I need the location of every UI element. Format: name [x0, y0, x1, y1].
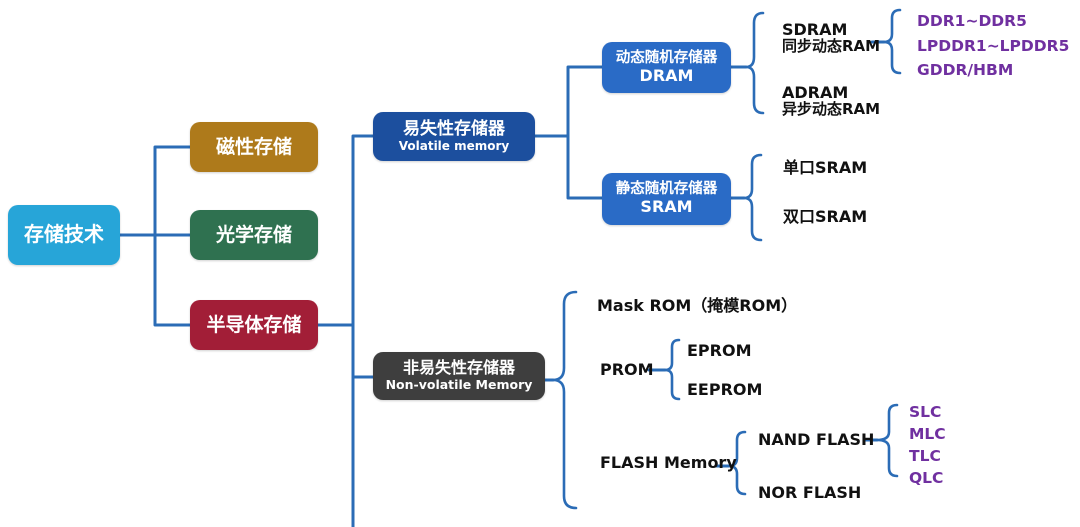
dram-title: 动态随机存储器	[615, 49, 718, 66]
dram-subtitle: DRAM	[639, 65, 694, 85]
ddr-item: DDR1~DDR5	[917, 12, 1027, 30]
volatile-memory-title: 易失性存储器	[403, 119, 505, 140]
leaf-dual-port-sram: 双口SRAM	[783, 207, 868, 226]
node-volatile-memory: 易失性存储器 Volatile memory	[373, 112, 535, 161]
sdram-line1: SDRAM	[782, 20, 848, 39]
adram-line1: ADRAM	[782, 83, 849, 102]
nand-cell-item: SLC	[909, 403, 942, 421]
volatile-memory-subtitle: Volatile memory	[398, 139, 510, 154]
node-magnetic-storage: 磁性存储	[190, 122, 318, 172]
nonvolatile-memory-title: 非易失性存储器	[402, 358, 515, 378]
ddr-item: LPDDR1~LPDDR5	[917, 36, 1070, 55]
adram-line2: 异步动态RAM	[782, 100, 881, 118]
leaf-mask-rom: Mask ROM（掩模ROM）	[597, 296, 798, 315]
node-dram: 动态随机存储器 DRAM	[602, 42, 731, 93]
leaf-flash-memory: FLASH Memory	[600, 453, 737, 472]
sram-title: 静态随机存储器	[615, 181, 718, 197]
nand-cell-item: QLC	[909, 469, 944, 487]
brace-prom-children	[664, 338, 681, 401]
brace-sram-children	[743, 153, 763, 242]
leaf-nand-flash: NAND FLASH	[758, 430, 875, 449]
leaf-nor-flash: NOR FLASH	[758, 483, 862, 502]
brace-flash-children	[728, 430, 747, 496]
brace-nonvolatile-children	[552, 290, 578, 510]
leaf-ddr-list: DDR1~DDR5 LPDDR1~LPDDR5 GDDR/HBM	[917, 9, 1069, 83]
leaf-eeprom: EEPROM	[687, 380, 763, 399]
node-optical-storage: 光学存储	[190, 210, 318, 260]
leaf-eprom: EPROM	[687, 341, 752, 360]
tree-connector-lines	[118, 40, 886, 527]
node-nonvolatile-memory: 非易失性存储器 Non-volatile Memory	[373, 352, 545, 400]
leaf-prom: PROM	[600, 360, 654, 379]
nand-cell-item: MLC	[909, 425, 946, 443]
sdram-line2: 同步动态RAM	[782, 37, 881, 55]
leaf-adram: ADRAM 异步动态RAM	[782, 84, 880, 118]
node-sram: 静态随机存储器 SRAM	[602, 173, 731, 225]
brace-ddr-children	[883, 8, 902, 75]
sram-subtitle: SRAM	[640, 197, 693, 217]
brace-dram-children	[745, 11, 765, 115]
node-semiconductor-storage: 半导体存储	[190, 300, 318, 350]
ddr-item: GDDR/HBM	[917, 61, 1014, 79]
leaf-single-port-sram: 单口SRAM	[783, 158, 868, 177]
brace-nand-children	[876, 403, 899, 478]
node-storage-technology: 存储技术	[8, 205, 120, 265]
nand-cell-item: TLC	[909, 447, 941, 465]
leaf-nand-cell-list: SLC MLC TLC QLC	[909, 401, 946, 489]
leaf-sdram: SDRAM 同步动态RAM	[782, 21, 880, 55]
nonvolatile-memory-subtitle: Non-volatile Memory	[385, 377, 533, 393]
